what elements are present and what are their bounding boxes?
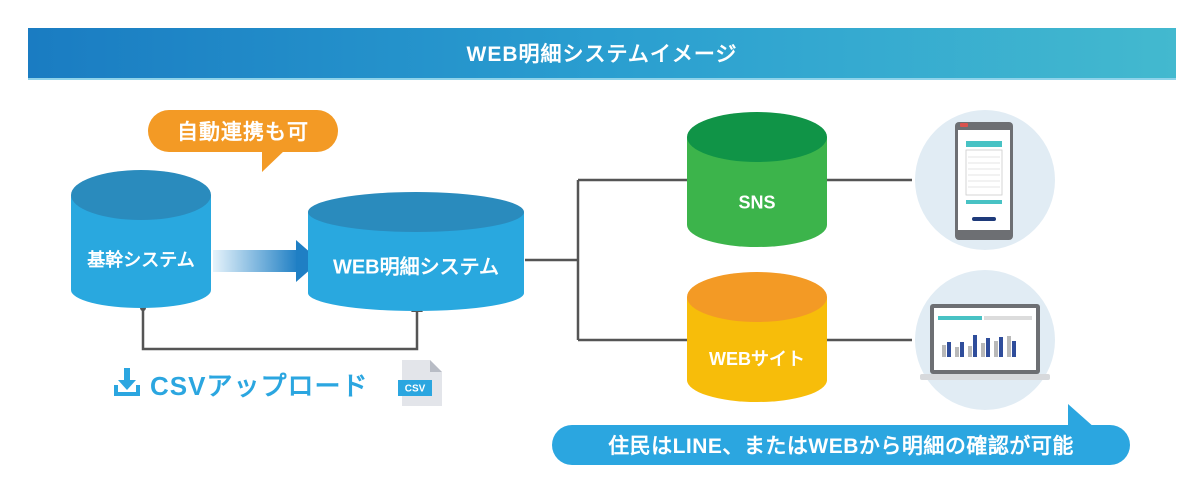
connector-csv-loop: [141, 308, 419, 351]
web-meisai-cylinder[interactable]: [308, 192, 524, 311]
auto-link-callout-tail: [262, 150, 285, 172]
download-icon: [114, 368, 140, 396]
resident-callout: 住民はLINE、またはWEBから明細の確認が可能: [552, 425, 1130, 465]
csv-file-badge: CSV: [404, 383, 426, 395]
sns-label: SNS: [738, 192, 776, 213]
website-cylinder[interactable]: [687, 272, 827, 402]
laptop-screen-bars: [942, 335, 1016, 357]
laptop-icon: [915, 270, 1055, 410]
web-meisai-label: WEB明細システム: [332, 256, 500, 279]
resident-callout-tail: [1068, 404, 1095, 428]
website-label: WEBサイト: [709, 349, 805, 369]
auto-link-text: 自動連携も可: [177, 121, 309, 144]
banner-title: WEB明細システムイメージ: [466, 43, 738, 66]
smartphone-icon: [915, 110, 1055, 250]
csv-upload[interactable]: CSVアップロード: [150, 366, 368, 403]
sns-cylinder[interactable]: [687, 112, 827, 247]
core-system-label: 基幹システム: [87, 250, 195, 270]
auto-link-callout: 自動連携も可: [148, 110, 338, 152]
flow-arrow-icon: [213, 240, 320, 282]
core-system-cylinder[interactable]: [71, 170, 211, 308]
csv-file-icon: [398, 360, 442, 406]
connector-lines: [141, 178, 912, 351]
resident-callout-text: 住民はLINE、またはWEBから明細の確認が可能: [608, 435, 1074, 458]
title-banner: WEB明細システムイメージ: [28, 28, 1176, 80]
csv-upload-label: CSVアップロード: [150, 371, 369, 401]
